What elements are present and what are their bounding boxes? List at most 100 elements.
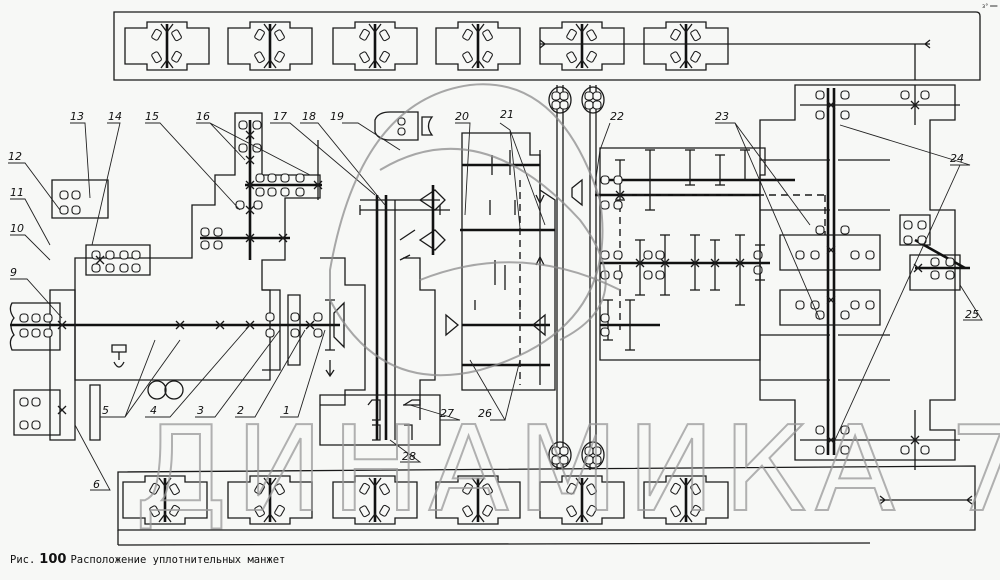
track-wheel bbox=[124, 21, 210, 71]
bearing-icon bbox=[31, 397, 41, 407]
seal-icon bbox=[586, 50, 597, 63]
seal-icon bbox=[171, 29, 182, 42]
bearing-icon bbox=[600, 313, 610, 323]
seal-icon bbox=[359, 28, 370, 41]
bearing-icon bbox=[238, 143, 248, 153]
seal-icon bbox=[151, 28, 162, 41]
seal-icon bbox=[690, 504, 701, 517]
bearing-icon bbox=[19, 397, 29, 407]
bearing-icon bbox=[753, 265, 763, 275]
final-drives bbox=[759, 84, 970, 470]
gear-mesh-icon bbox=[660, 258, 670, 268]
bearing-icon bbox=[280, 187, 290, 197]
track-wheel bbox=[539, 21, 625, 71]
bearing-icon bbox=[613, 175, 623, 185]
seal-icon bbox=[670, 482, 681, 495]
seal-icon bbox=[149, 482, 160, 495]
seal-icon bbox=[274, 483, 285, 496]
bearing-icon bbox=[31, 420, 41, 430]
bearing-icon bbox=[119, 263, 129, 273]
seal-pair bbox=[548, 441, 572, 469]
callout-13: 13 bbox=[70, 110, 84, 123]
figure-title: Расположение уплотнительных манжет bbox=[70, 554, 286, 566]
bearing-icon bbox=[19, 313, 29, 323]
callout-19: 19 bbox=[330, 110, 344, 123]
figure-number: 100 bbox=[39, 552, 67, 567]
gear-mesh-icon bbox=[57, 320, 67, 330]
callout-24: 24 bbox=[950, 152, 964, 165]
bearing-icon bbox=[200, 227, 210, 237]
track-wheel bbox=[435, 21, 521, 71]
bearing-icon bbox=[131, 250, 141, 260]
seal-icon bbox=[586, 504, 597, 517]
callout-23: 23 bbox=[715, 110, 729, 123]
bearing-icon bbox=[945, 257, 955, 267]
gear-mesh-icon bbox=[57, 405, 67, 415]
bearing-icon bbox=[295, 173, 305, 183]
callout-10: 10 bbox=[10, 222, 24, 235]
bearing-icon bbox=[584, 100, 594, 110]
bearing-icon bbox=[753, 250, 763, 260]
track-wheel bbox=[643, 475, 729, 525]
bearing-icon bbox=[551, 100, 561, 110]
seal-icon bbox=[462, 51, 473, 64]
bearing-icon bbox=[840, 110, 850, 120]
bearing-icon bbox=[313, 328, 323, 338]
seal-icon bbox=[254, 51, 265, 64]
bearing-icon bbox=[900, 90, 910, 100]
seal-icon bbox=[690, 483, 701, 496]
seal-icon bbox=[274, 50, 285, 63]
callout-3: 3 bbox=[197, 404, 204, 417]
gear-mesh-icon bbox=[245, 233, 255, 243]
callout-22: 22 bbox=[610, 110, 624, 123]
seal-pair bbox=[581, 86, 605, 114]
bearing-icon bbox=[290, 312, 300, 322]
bearing-icon bbox=[795, 300, 805, 310]
bearing-icon bbox=[265, 328, 275, 338]
seal-icon bbox=[149, 505, 160, 518]
leader-lines bbox=[8, 122, 983, 491]
callout-27: 27 bbox=[440, 407, 454, 420]
seal-icon bbox=[566, 28, 577, 41]
callout-25: 25 bbox=[965, 308, 979, 321]
bearing-icon bbox=[105, 263, 115, 273]
seal-icon bbox=[254, 505, 265, 518]
bearing-icon bbox=[920, 90, 930, 100]
gear-mesh-icon bbox=[826, 295, 836, 305]
corner-mark: з° ══ bbox=[982, 3, 998, 10]
seal-icon bbox=[254, 482, 265, 495]
track-wheel bbox=[435, 475, 521, 525]
bearing-icon bbox=[810, 250, 820, 260]
callout-labels: 9 10 11 12 13 14 15 16 17 18 19 20 21 22… bbox=[8, 108, 979, 491]
seal-icon bbox=[171, 50, 182, 63]
bearing-icon bbox=[131, 263, 141, 273]
bearing-icon bbox=[815, 310, 825, 320]
seal-icon bbox=[462, 505, 473, 518]
bearing-icon bbox=[865, 300, 875, 310]
bearing-icon bbox=[238, 120, 248, 130]
bearing-icon bbox=[265, 312, 275, 322]
tie-rod-seals bbox=[548, 86, 605, 469]
bearing-icon bbox=[235, 200, 245, 210]
gear-mesh-icon bbox=[245, 130, 255, 140]
seal-icon bbox=[379, 483, 390, 496]
callout-4: 4 bbox=[150, 404, 157, 417]
seal-icon bbox=[169, 504, 180, 517]
gear-mesh-icon bbox=[175, 320, 185, 330]
gear-mesh-icon bbox=[245, 155, 255, 165]
central-transfer-case bbox=[319, 111, 450, 446]
bearing-icon bbox=[850, 250, 860, 260]
gearbox bbox=[571, 147, 826, 361]
bearing-icon bbox=[840, 310, 850, 320]
bearing-icon bbox=[252, 120, 262, 130]
top-track-assembly bbox=[113, 11, 981, 81]
track-wheel bbox=[332, 21, 418, 71]
gear-mesh-icon bbox=[215, 320, 225, 330]
bearing-icon bbox=[600, 327, 610, 337]
bearing-icon bbox=[59, 205, 69, 215]
bearing-icon bbox=[584, 91, 594, 101]
gear-mesh-icon bbox=[826, 245, 836, 255]
bearing-icon bbox=[840, 225, 850, 235]
bearing-icon bbox=[43, 313, 53, 323]
